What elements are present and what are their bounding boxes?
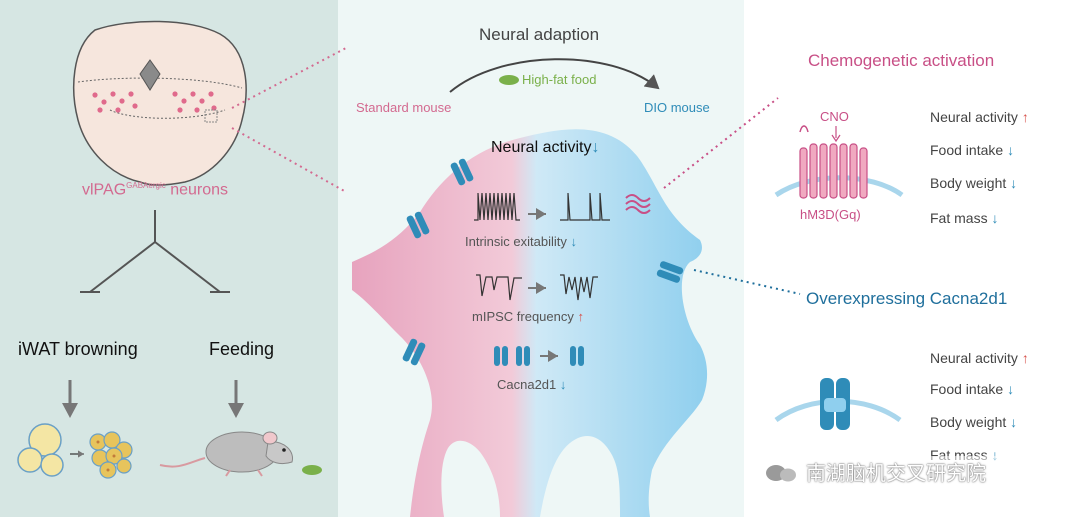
neuron-body-illustration	[352, 129, 708, 517]
overexpressing-title: Overexpressing Cacna2d1	[806, 289, 1008, 308]
chemo-effect-fat-mass: Fat mass ↓	[930, 210, 999, 226]
watermark-text: 南湖脑机交叉研究院	[806, 461, 986, 485]
region-suffix: neurons	[170, 181, 229, 199]
ion-channel-icon	[402, 158, 684, 366]
chemo-effect-neural-activity: Neural activity ↑	[930, 109, 1029, 125]
outcome-branch-lines	[80, 210, 230, 293]
high-fat-food-icon	[499, 75, 519, 85]
cacna2d1-overexp-icon	[774, 378, 902, 430]
hm3d-label: hM3D(Gq)	[800, 207, 861, 222]
zoom-line-upper	[231, 47, 347, 109]
cacna2d1-channels-standard	[494, 346, 530, 366]
cno-label: CNO	[820, 109, 849, 124]
measure-intrinsic: Intrinsic exitability ↓	[465, 234, 577, 249]
adaptation-title: Neural adaption	[479, 25, 600, 44]
watermark-backdrop	[760, 456, 1074, 486]
chemogenetic-title: Chemogenetic activation	[808, 51, 995, 70]
overexp-effect-neural-activity: Neural activity ↑	[930, 350, 1029, 366]
overexp-effect-body-weight: Body weight ↓	[930, 414, 1018, 430]
high-fat-food-label: High-fat food	[522, 72, 597, 87]
mipsc-trace-dio	[560, 274, 598, 301]
measure-mipsc: mIPSC frequency ↑	[472, 309, 584, 324]
receptor-coil-icon	[625, 194, 651, 214]
neural-activity-heading: Neural activity↓	[491, 139, 600, 156]
chemo-effect-body-weight: Body weight ↓	[930, 175, 1018, 191]
outcome-label-feeding: Feeding	[209, 339, 275, 359]
adaptation-arrow	[449, 58, 660, 93]
brain-section-illustration	[73, 20, 247, 186]
down-arrow-icon	[62, 380, 244, 418]
region-label: vlPAGGABAergic neurons	[82, 181, 229, 199]
overexp-link-line	[693, 269, 801, 295]
neural-activity-arrow: ↓	[591, 139, 600, 156]
chemo-link-line	[663, 97, 779, 189]
measure-cacna2d1: Cacna2d1 ↓	[497, 377, 567, 392]
hm3d-receptor-icon	[774, 125, 904, 199]
firing-trace-high	[474, 192, 520, 221]
region-superscript: GABAergic	[126, 181, 166, 190]
zoom-line-lower	[231, 127, 347, 193]
mipsc-trace-standard	[476, 274, 522, 301]
fat-cells-icon	[17, 423, 133, 479]
dio-mouse-label: DIO mouse	[644, 100, 710, 115]
firing-trace-low	[560, 192, 610, 221]
cacna2d1-channels-dio	[570, 346, 584, 366]
wechat-icon	[764, 462, 798, 487]
standard-mouse-label: Standard mouse	[356, 100, 452, 115]
mouse-icon	[159, 431, 322, 477]
right-panel-bg	[744, 0, 1080, 517]
overexp-effect-food-intake: Food intake ↓	[930, 381, 1015, 397]
chemo-effect-food-intake: Food intake ↓	[930, 142, 1015, 158]
outcome-label-browning: iWAT browning	[18, 339, 138, 359]
